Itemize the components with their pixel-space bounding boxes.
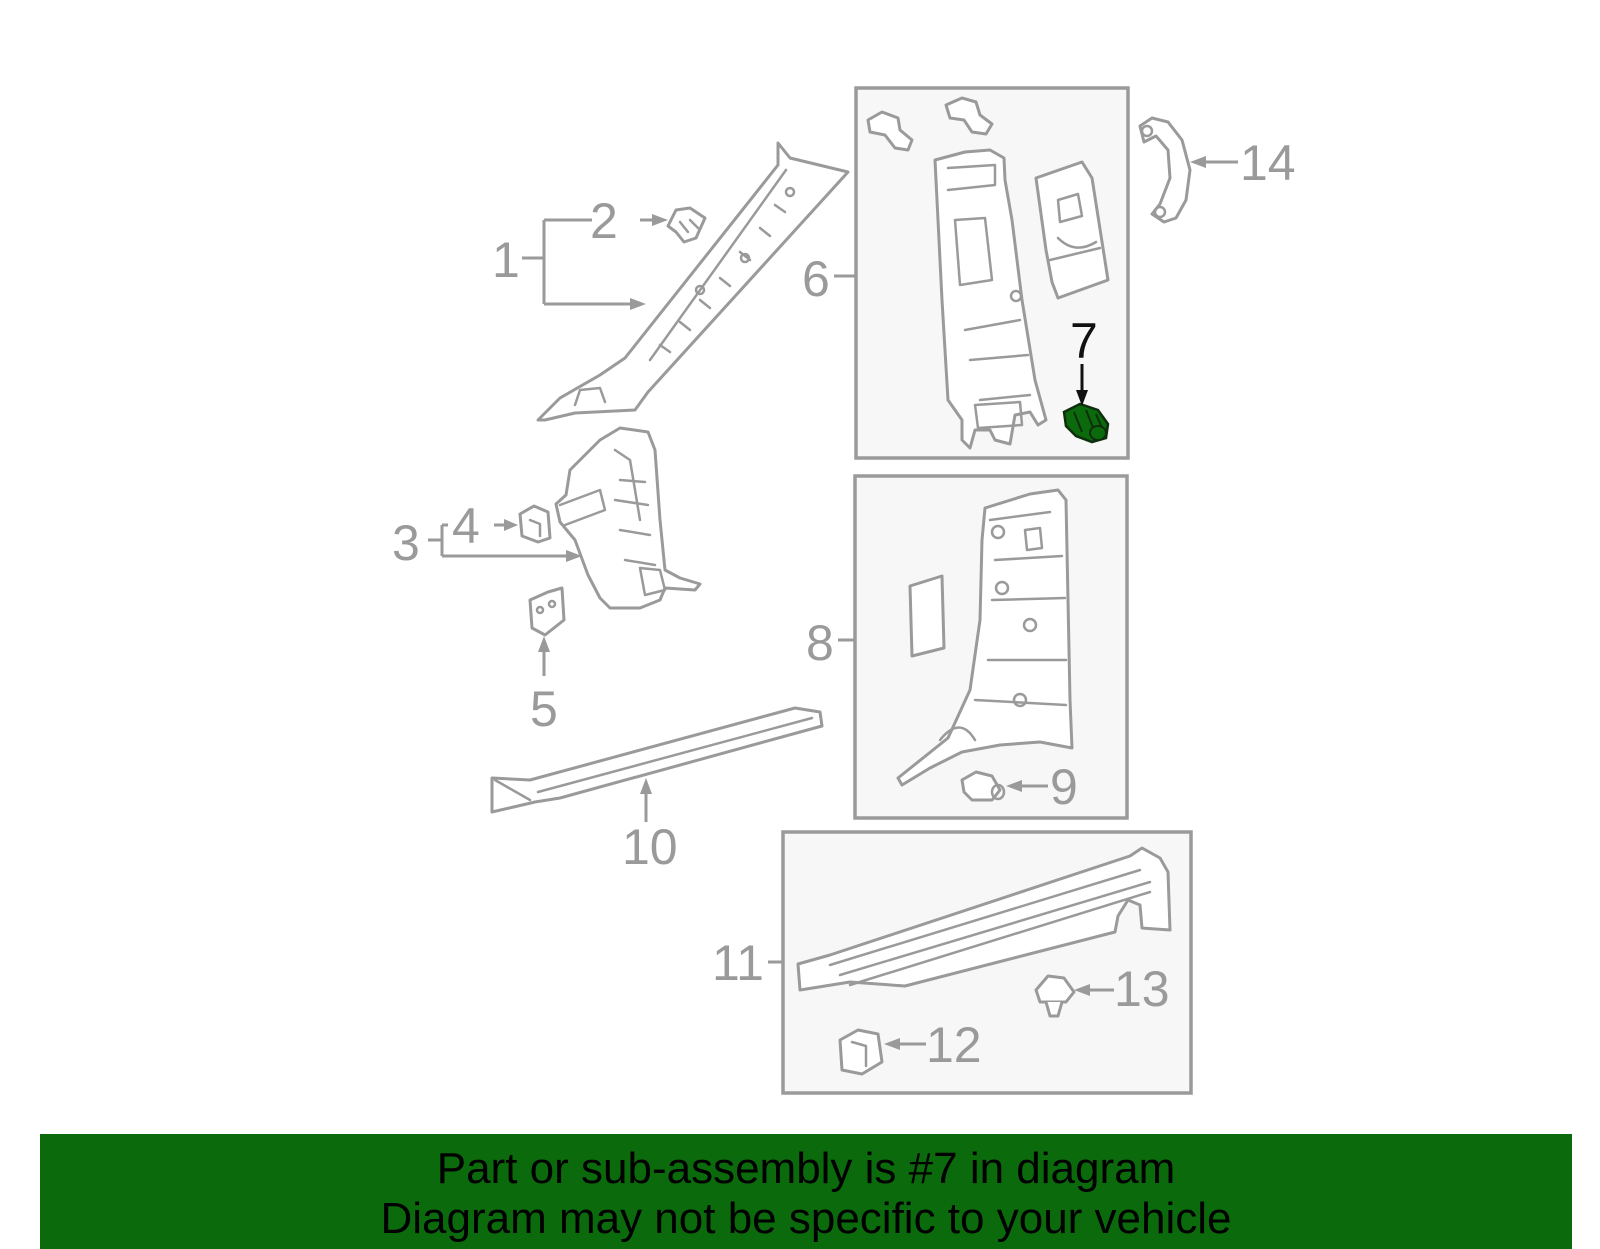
banner-line-2: Diagram may not be specific to your vehi… (380, 1194, 1232, 1243)
part-3-lower-trim[interactable] (554, 426, 702, 610)
callout-11: 11 (712, 935, 764, 991)
callout-12: 12 (926, 1017, 982, 1073)
info-banner: Part or sub-assembly is #7 in diagram Di… (40, 1134, 1572, 1249)
callout-8: 8 (806, 615, 834, 671)
callout-10: 10 (622, 819, 678, 875)
part-7-clip-highlighted[interactable] (1062, 402, 1110, 444)
part-9-clip[interactable] (960, 770, 1006, 802)
callout-2: 2 (590, 193, 618, 249)
part-12-clip[interactable] (838, 1028, 884, 1076)
part-2-clip[interactable] (666, 206, 707, 244)
leader-lines (428, 156, 1238, 1050)
part-8-lower-garnish[interactable] (896, 488, 1074, 787)
part-1-pillar-garnish[interactable] (536, 141, 850, 422)
part-4-clip[interactable] (518, 504, 552, 544)
part-6-upper-garnish[interactable] (866, 96, 1110, 450)
part-11-rear-scuff[interactable] (796, 846, 1172, 992)
callout-6: 6 (802, 251, 830, 307)
callout-1: 1 (492, 232, 520, 288)
part-5-bracket[interactable] (528, 586, 566, 637)
banner-line-1: Part or sub-assembly is #7 in diagram (436, 1144, 1176, 1193)
callout-7: 7 (1070, 313, 1098, 369)
callout-14: 14 (1240, 135, 1296, 191)
callout-13: 13 (1114, 961, 1170, 1017)
part-13-clip[interactable] (1034, 974, 1076, 1018)
callout-4: 4 (452, 498, 480, 554)
callout-3: 3 (392, 515, 420, 571)
callout-5: 5 (530, 681, 558, 737)
part-14-assist-grip[interactable] (1138, 116, 1192, 224)
callout-9: 9 (1050, 759, 1078, 815)
part-10-scuff-plate[interactable] (490, 706, 824, 814)
